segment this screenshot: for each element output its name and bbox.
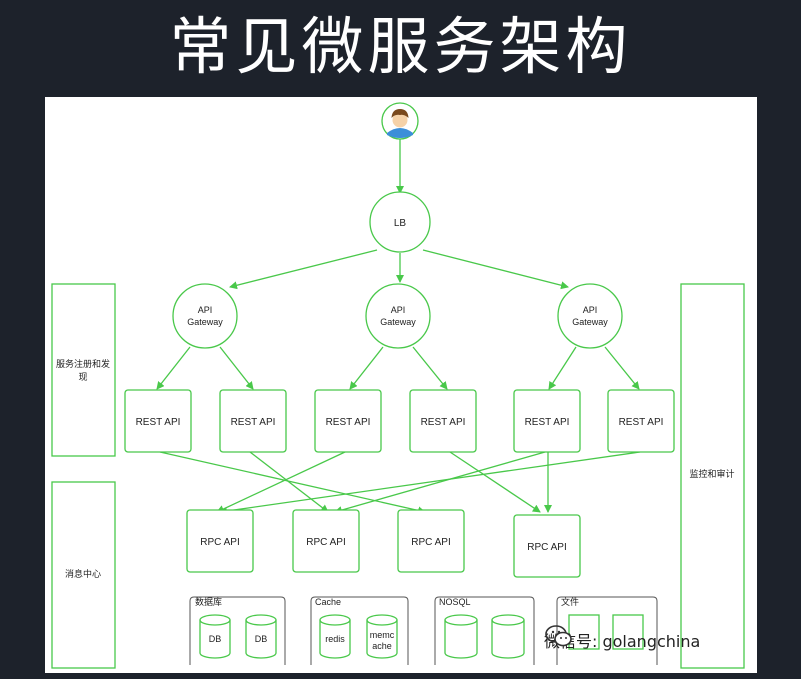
edge-gw2-rest3 bbox=[349, 346, 384, 390]
memcache-label-2: ache bbox=[372, 641, 392, 651]
api-gateway-2: API Gateway bbox=[365, 283, 431, 349]
edge-rest6-rpc1 bbox=[219, 451, 641, 515]
rest-api-6: REST API bbox=[607, 389, 675, 453]
rpc-api-1: RPC API bbox=[186, 509, 254, 573]
registry-label-2: 现 bbox=[78, 372, 87, 382]
message-center-label: 消息中心 bbox=[65, 568, 101, 579]
db-1-label: DB bbox=[209, 634, 222, 644]
gateway-3-line2: Gateway bbox=[572, 317, 608, 327]
rest-api-2-label: REST API bbox=[231, 417, 276, 428]
memcache-cylinder: memc ache bbox=[366, 614, 398, 659]
file-icon-1 bbox=[568, 614, 600, 650]
rpc-api-2-label: RPC API bbox=[306, 537, 345, 548]
monitoring-label: 监控和审计 bbox=[689, 468, 734, 479]
lb-label: LB bbox=[394, 218, 407, 229]
rpc-api-4-label: RPC API bbox=[527, 542, 566, 553]
wechat-watermark: 微信号: golangchina bbox=[544, 623, 700, 657]
edge-rest1-rpc3 bbox=[159, 451, 426, 515]
gateway-2-line1: API bbox=[391, 305, 406, 315]
service-registry-panel: 服务注册和发 现 bbox=[51, 283, 116, 457]
api-gateway-3: API Gateway bbox=[557, 283, 623, 349]
edge-lb-gw1 bbox=[229, 249, 378, 290]
rpc-api-3-label: RPC API bbox=[411, 537, 450, 548]
db-2-label: DB bbox=[255, 634, 268, 644]
rest-api-3: REST API bbox=[314, 389, 382, 453]
edge-gw2-rest4 bbox=[412, 346, 448, 390]
edge-rest3-rpc1 bbox=[216, 451, 346, 513]
architecture-diagram: LB API Gateway API Gateway API Gateway R… bbox=[45, 97, 757, 673]
connections bbox=[156, 139, 641, 515]
rpc-api-3: RPC API bbox=[397, 509, 465, 573]
file-icon-2 bbox=[612, 614, 644, 650]
gateway-1-line2: Gateway bbox=[187, 317, 223, 327]
gateway-1-line1: API bbox=[198, 305, 213, 315]
file-group-label: 文件 bbox=[561, 596, 579, 607]
database-group: 数据库 DB DB bbox=[189, 596, 286, 665]
edge-gw1-rest2 bbox=[219, 346, 254, 390]
rest-api-5-label: REST API bbox=[525, 417, 570, 428]
user-avatar-icon bbox=[381, 102, 419, 140]
rpc-api-1-label: RPC API bbox=[200, 537, 239, 548]
watermark-text: 微信号: golangchina bbox=[544, 632, 701, 651]
memcache-label-1: memc bbox=[370, 630, 395, 640]
edge-lb-gw3 bbox=[422, 249, 569, 290]
edge-rest4-rpc4 bbox=[449, 451, 541, 513]
nosql-cylinder-2 bbox=[491, 614, 525, 659]
wechat-icon bbox=[545, 625, 572, 647]
rpc-api-2: RPC API bbox=[292, 509, 360, 573]
api-gateway-1: API Gateway bbox=[172, 283, 238, 349]
db-cylinder-1: DB bbox=[199, 614, 231, 659]
redis-cylinder: redis bbox=[319, 614, 351, 659]
rest-api-4-label: REST API bbox=[421, 417, 466, 428]
rpc-api-4: RPC API bbox=[513, 514, 581, 578]
redis-label: redis bbox=[325, 634, 345, 644]
file-group: 文件 bbox=[556, 596, 658, 665]
nosql-cylinder-1 bbox=[444, 614, 478, 659]
rest-api-6-label: REST API bbox=[619, 417, 664, 428]
cache-group: Cache redis memc ache bbox=[310, 596, 409, 665]
rest-api-1: REST API bbox=[124, 389, 192, 453]
edge-gw3-rest5 bbox=[548, 346, 577, 390]
load-balancer-node: LB bbox=[369, 191, 431, 253]
rest-api-5: REST API bbox=[513, 389, 581, 453]
monitoring-panel: 监控和审计 bbox=[680, 283, 745, 669]
edge-rest2-rpc2 bbox=[249, 451, 329, 513]
page-title: 常见微服务架构 bbox=[169, 10, 632, 83]
cache-group-label: Cache bbox=[315, 597, 341, 607]
registry-label-1: 服务注册和发 bbox=[56, 358, 110, 369]
message-center-panel: 消息中心 bbox=[51, 481, 116, 669]
rest-api-1-label: REST API bbox=[136, 417, 181, 428]
diagram-svg: LB API Gateway API Gateway API Gateway R… bbox=[51, 102, 745, 669]
database-group-label: 数据库 bbox=[195, 596, 222, 607]
db-cylinder-2: DB bbox=[245, 614, 277, 659]
gateway-2-line2: Gateway bbox=[380, 317, 416, 327]
rest-api-4: REST API bbox=[409, 389, 477, 453]
nosql-group-label: NOSQL bbox=[439, 597, 471, 607]
rest-api-2: REST API bbox=[219, 389, 287, 453]
gateway-3-line1: API bbox=[583, 305, 598, 315]
nosql-group: NOSQL bbox=[434, 596, 535, 665]
edge-rest5-rpc2 bbox=[334, 451, 546, 514]
edge-gw3-rest6 bbox=[604, 346, 640, 390]
rest-api-3-label: REST API bbox=[326, 417, 371, 428]
edge-gw1-rest1 bbox=[156, 346, 191, 390]
